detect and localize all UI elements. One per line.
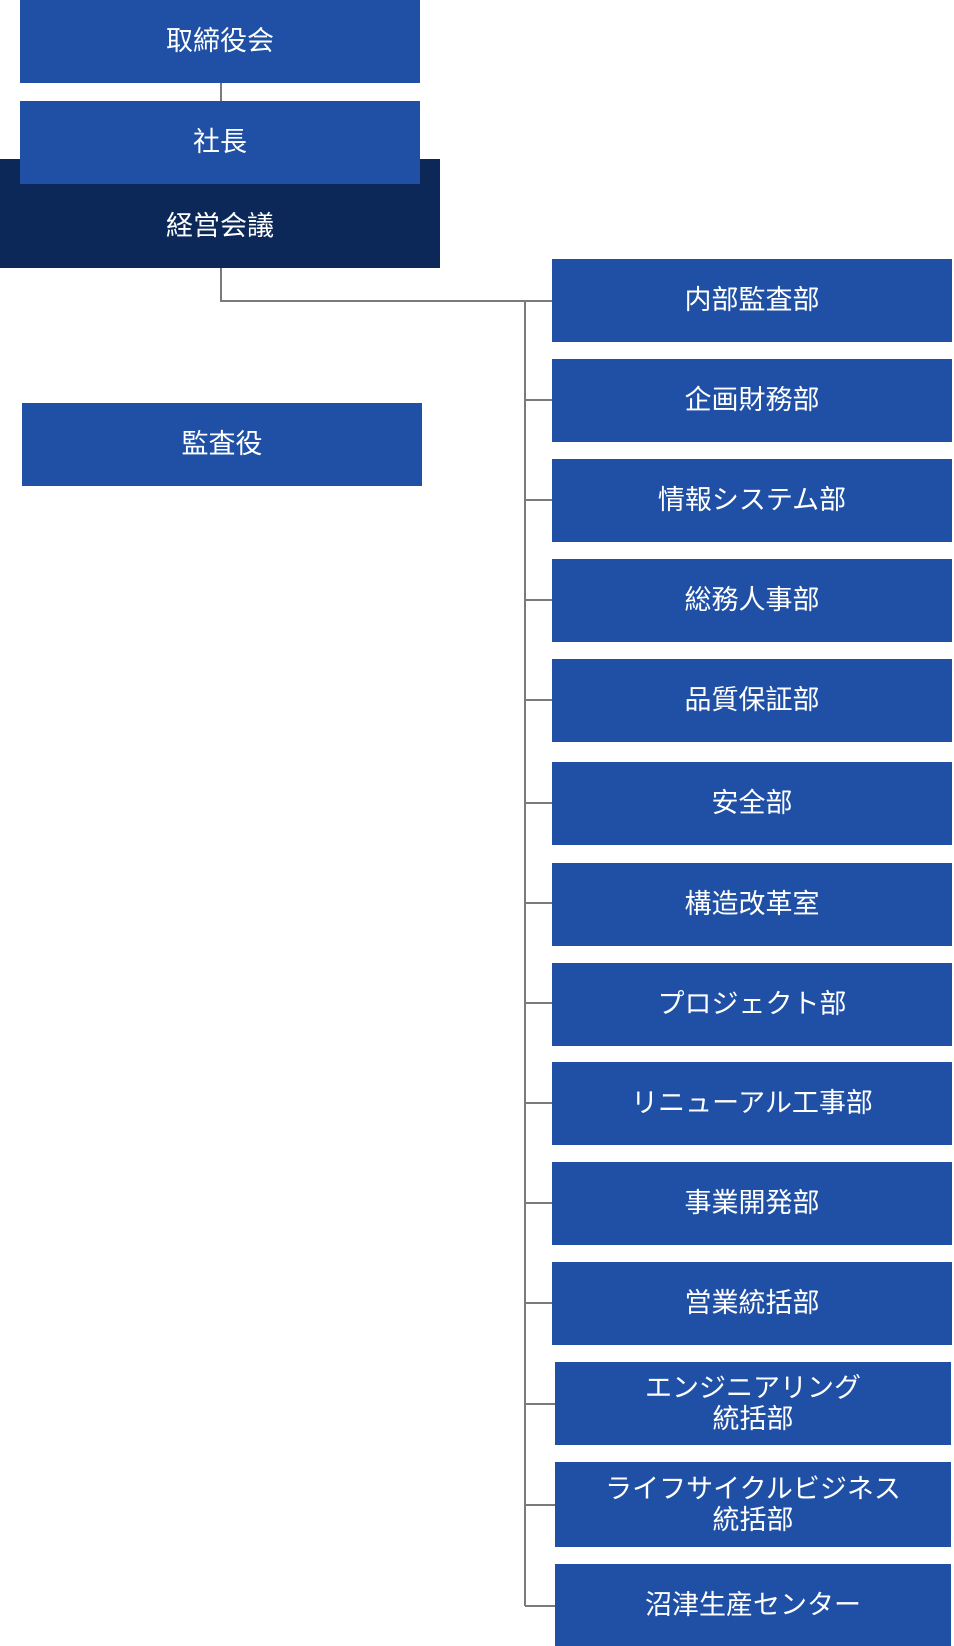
department-box: 情報システム部	[552, 459, 952, 542]
board-of-directors-label: 取締役会	[166, 26, 274, 57]
department-box: 事業開発部	[552, 1162, 952, 1245]
department-label: 統括部	[712, 1403, 794, 1435]
department-box: 構造改革室	[552, 863, 952, 946]
department-box: エンジニアリング統括部	[555, 1362, 951, 1445]
department-label: 総務人事部	[684, 585, 820, 616]
auditor-box: 監査役	[22, 403, 422, 486]
department-box: 安全部	[552, 762, 952, 845]
department-box: 営業統括部	[552, 1262, 952, 1345]
department-box: プロジェクト部	[552, 963, 952, 1046]
department-label: 内部監査部	[684, 285, 820, 316]
president-label: 社長	[193, 127, 247, 158]
board-of-directors-box: 取締役会	[20, 0, 420, 83]
department-box: 総務人事部	[552, 559, 952, 642]
management-meeting-label: 経営会議	[166, 210, 274, 242]
president-box: 社長	[20, 101, 420, 184]
department-label: 事業開発部	[684, 1188, 820, 1219]
department-branch-lines	[525, 399, 555, 1607]
department-label: プロジェクト部	[657, 989, 847, 1020]
department-label: 構造改革室	[684, 889, 820, 920]
department-label: エンジニアリング	[645, 1372, 861, 1404]
department-box: 品質保証部	[552, 659, 952, 742]
department-box: 内部監査部	[552, 259, 952, 342]
auditor-label: 監査役	[181, 429, 263, 460]
department-box: 沼津生産センター	[555, 1564, 951, 1646]
department-label: 安全部	[711, 788, 793, 819]
department-box: 企画財務部	[552, 359, 952, 442]
department-label: リニューアル工事部	[631, 1088, 873, 1119]
department-label: 営業統括部	[684, 1288, 820, 1319]
department-label: 情報システム部	[657, 485, 847, 516]
department-label: ライフサイクルビジネス	[605, 1473, 901, 1505]
department-box: ライフサイクルビジネス統括部	[555, 1462, 951, 1547]
department-label: 統括部	[712, 1504, 794, 1536]
department-label: 品質保証部	[684, 685, 820, 716]
department-label: 沼津生産センター	[645, 1589, 861, 1621]
department-box: リニューアル工事部	[552, 1062, 952, 1145]
department-label: 企画財務部	[684, 385, 820, 416]
